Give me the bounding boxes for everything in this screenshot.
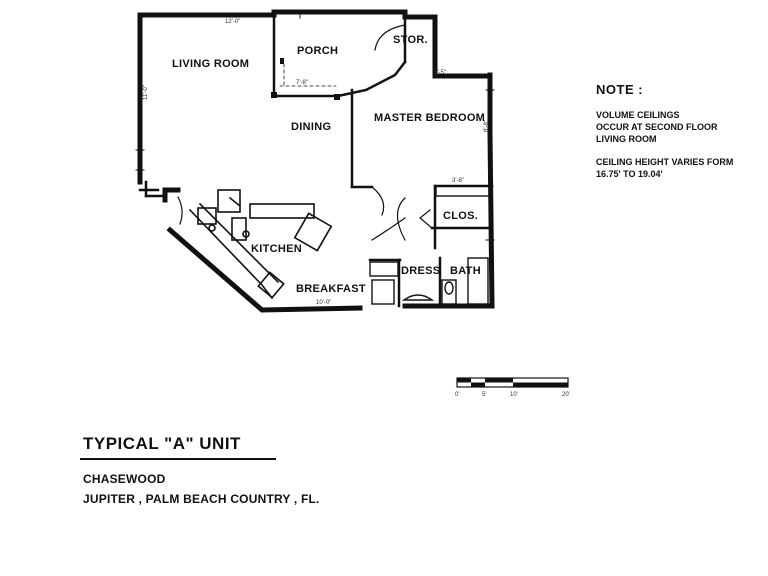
room-label-storage: STOR. (393, 34, 428, 46)
scale-label: 0' (455, 392, 460, 398)
note-line: CEILING HEIGHT VARIES FORM (596, 157, 734, 167)
ceiling-note: NOTE : VOLUME CEILINGS OCCUR AT SECOND F… (596, 82, 733, 180)
door-swings (177, 24, 433, 241)
scale-label: 10' (510, 392, 518, 398)
project-location: JUPITER , PALM BEACH COUNTRY , FL. (83, 492, 320, 506)
columns (271, 58, 340, 100)
title-underline (80, 458, 276, 460)
note-line: OCCUR AT SECOND FLOOR (596, 122, 718, 132)
kitchen-counters (188, 189, 333, 300)
note-line: 16.75' TO 19.04' (596, 169, 663, 179)
unit-title: TYPICAL "A" UNIT (83, 434, 241, 453)
dimension-bedroom-height: 8'-8" (484, 120, 490, 132)
room-label-closet: CLOS. (443, 210, 479, 222)
dimension-breakfast: 10'-0" (316, 300, 332, 306)
graphic-scale (456, 377, 569, 388)
scale-label: 5' (482, 392, 487, 398)
note-title: NOTE : (596, 82, 644, 97)
scale-label: 20' (562, 392, 570, 398)
dimension-storage: 5'-5" (434, 70, 446, 76)
room-label-living-room: LIVING ROOM (172, 58, 250, 70)
dimension-living-height: 11'-0" (143, 85, 149, 100)
dimension-living-width: 12'-0" (225, 19, 241, 25)
room-label-bath: BATH (450, 265, 481, 277)
project-name: CHASEWOOD (83, 472, 166, 486)
ceiling-lines (279, 63, 337, 87)
room-label-porch: PORCH (297, 45, 339, 57)
room-label-master-bedroom: MASTER BEDROOM (374, 112, 486, 124)
note-line: VOLUME CEILINGS (596, 110, 680, 120)
room-label-dining: DINING (291, 121, 332, 133)
dimension-closet: 3'-8" (452, 178, 464, 184)
wall-ticks (135, 9, 495, 241)
note-line: LIVING ROOM (596, 134, 657, 144)
room-label-breakfast: BREAKFAST (296, 283, 366, 295)
dimension-porch: 7'-8" (296, 80, 308, 86)
bath-fixtures (369, 185, 491, 305)
room-label-dress: DRESS (401, 265, 441, 277)
room-label-kitchen: KITCHEN (251, 243, 302, 255)
